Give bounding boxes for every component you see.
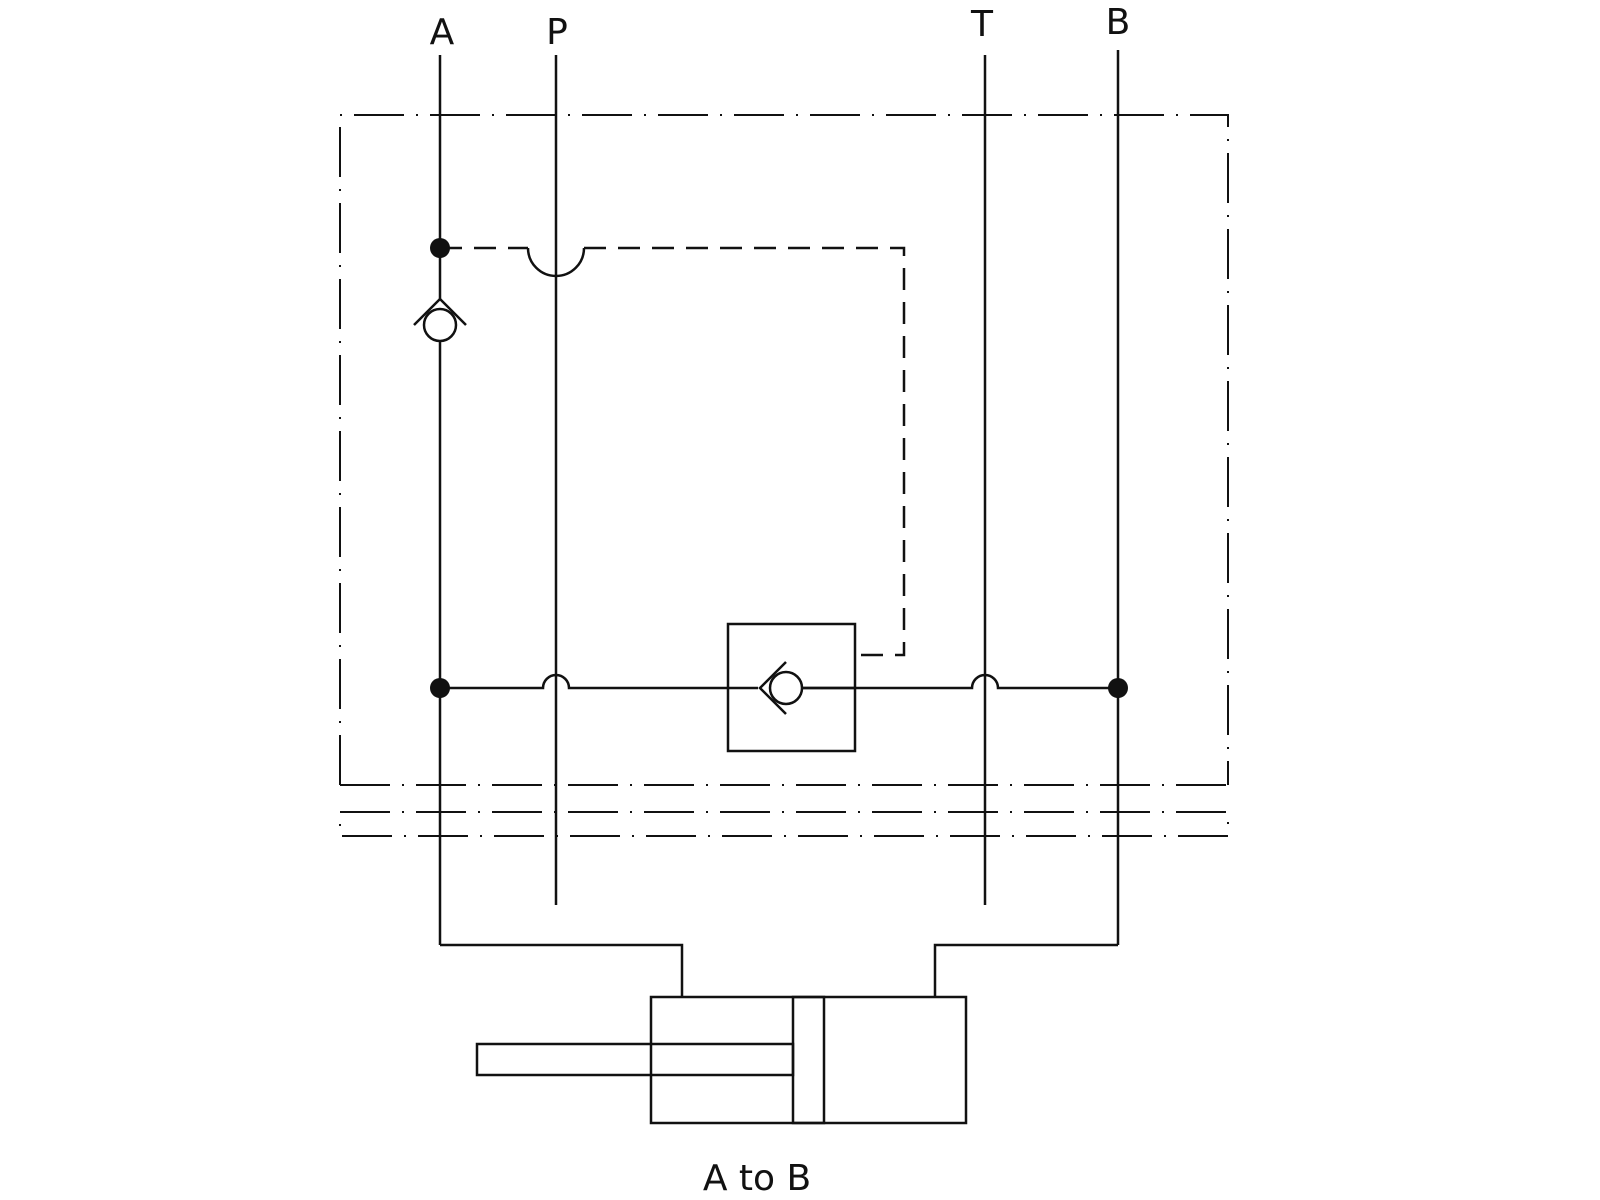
pilot-line [440,246,906,657]
port-label-p: P [546,12,568,53]
line-a [438,55,684,997]
check-valve-a [413,297,467,343]
junction-dot [1108,678,1128,698]
port-label-a: A [429,12,455,53]
junction-dot [430,238,450,258]
hydraulic-cylinder [475,995,968,1125]
junction-dot [430,678,450,698]
port-label-b: B [1105,2,1131,43]
diagram-caption: A to B [702,1158,812,1199]
pilot-operated-check-valve [726,622,857,753]
line-b [933,50,1120,997]
port-label-t: T [971,4,993,45]
valve-body-enclosure [339,114,1229,837]
crossover-line [440,673,1118,690]
